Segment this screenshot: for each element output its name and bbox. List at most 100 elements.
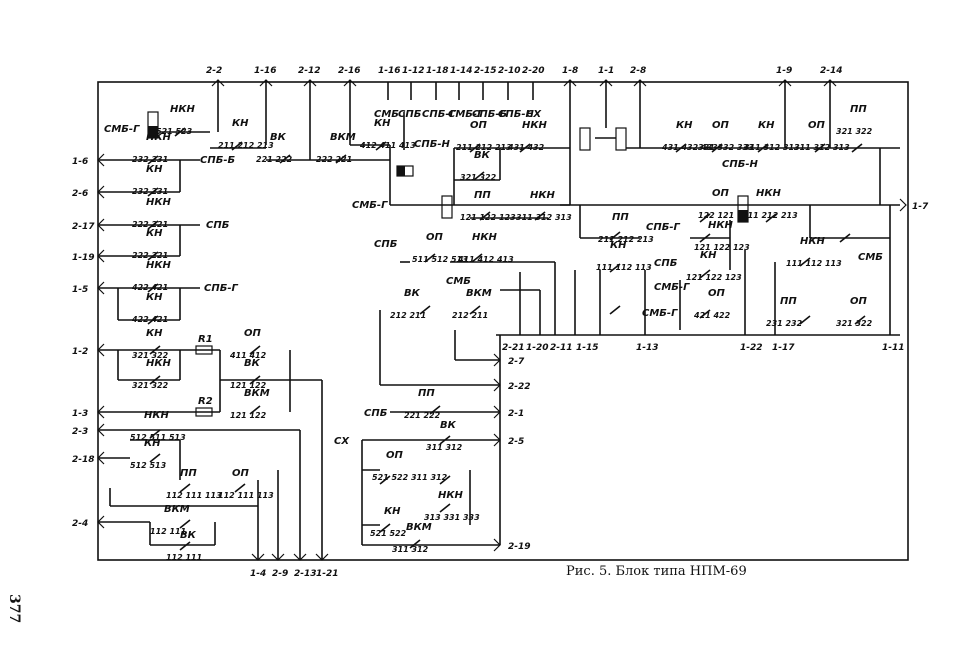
bus-label: СМБ [858,252,883,263]
contact-pin-numbers: 232 231 [132,155,168,164]
relay-contact-name: ВК [404,288,421,299]
relay-contact-name: ОП [386,450,404,461]
bus-label: СМБ-Г [104,124,140,135]
terminal-label: 2-15 [474,66,497,76]
relay-contact-name: ОП [470,120,488,131]
terminal-label: 2-17 [72,222,95,232]
page-number: 377 [6,594,22,624]
terminal-label: 2-12 [298,66,321,76]
terminal-label: 1-4 [250,569,266,579]
contact-pin-numbers: 412 411 413 [359,141,416,150]
bus-label: СХ [526,109,542,120]
contact-pin-numbers: 222 221 [132,251,168,260]
relay-contact-name: КН [232,118,249,129]
contact-pin-numbers: 211 212 213 [218,141,274,150]
relay-contact-name: ОП [232,468,250,479]
relay-contact-name: НКН [146,132,172,143]
contact-pin-numbers: 311 312 313 [516,213,572,222]
terminal-label: 1-5 [72,285,88,295]
contact-pin-numbers: 111 112 113 [596,263,652,272]
internal-wiring [109,110,900,560]
bus-label: СПБ-Н [414,139,450,150]
relay-contact-name: ВКМ [330,132,356,143]
left-terminal-labels: 1-6 2-6 2-17 1-19 1-5 1-2 1-3 2-3 2-18 2… [72,157,95,529]
contact-pin-numbers: 211 212 213 [598,235,654,244]
contact-pin-numbers: 221 222 [404,411,441,420]
terminal-label: 2-14 [820,66,843,76]
bus-label: СПБ [206,220,230,231]
contact-pin-numbers: 411 412 413 [457,255,514,264]
relay-contact-name: ВК [474,150,491,161]
terminal-label: 1-15 [576,343,599,353]
terminal-label: 1-18 [426,66,449,76]
terminal-label: 2-5 [508,437,524,447]
relay-contact-name: КН [700,250,717,261]
terminal-markers [97,79,907,561]
contact-pin-numbers: 422 421 [131,315,168,324]
resistor-r2-label: R2 [198,396,213,407]
contact-pin-numbers: 321 322 [132,351,169,360]
top-terminal-labels: 2-2 1-16 2-12 2-16 1-16 1-12 1-18 1-14 2… [206,66,843,76]
contact-pin-numbers: 311 312 [426,443,463,452]
figure-caption: Рис. 5. Блок типа НПМ-69 [566,564,747,579]
bus-label: СПБ-Н [722,159,758,170]
terminal-label: 1-16 [378,66,401,76]
relay-contact-name: НКН [144,410,170,421]
relay-contact-name: НКН [146,358,172,369]
terminal-label: 1-3 [72,409,88,419]
terminal-label: 2-1 [508,409,524,419]
terminal-label: 2-2 [206,66,222,76]
terminal-label: 1-7 [912,202,929,212]
contact-pin-numbers: 232 231 [132,187,168,196]
contact-pin-numbers: 431 432 [507,143,545,152]
relay-contact-name: КН [758,120,775,131]
contact-pin-numbers: 211 212 213 [742,211,798,220]
contact-pin-numbers: 431 432 433 [661,143,718,152]
relay-contact-name: ПП [850,104,867,115]
relay-contact-name: НКН [756,188,782,199]
terminal-label: 2-10 [498,66,521,76]
top-terminal-leads [217,80,831,205]
top-bus-labels: СМБ СПБ СПБ-Г СМБ-Г СПБ-Б СПБ-Н СХ [374,109,542,120]
contact-pin-numbers: 231 232 [766,319,803,328]
contact-pin-numbers: 511 512 513 [412,255,468,264]
terminal-label: 1-2 [72,347,88,357]
contact-pin-numbers: 211 212 213 [456,143,512,152]
relay-contact-name: ПП [180,468,197,479]
contact-pin-numbers: 411 412 [229,351,267,360]
terminal-label: 1-13 [636,343,659,353]
relay-contact-name: ВКМ [244,388,270,399]
bus-label: СПБ [364,408,388,419]
relay-contact-name: ОП [808,120,826,131]
relay-contact-name: НКН [438,490,464,501]
terminal-label: 2-3 [72,427,88,437]
contact-pin-numbers: 112 111 113 [166,491,222,500]
terminal-label: 1-8 [562,66,578,76]
contact-pin-numbers: 121 122 123 [694,243,750,252]
contact-pin-numbers: 321 322 [460,173,497,182]
contact-pin-numbers: 313 331 333 [424,513,480,522]
resistor-r1-label: R1 [198,334,213,345]
contact-pin-numbers: 521 522 311 312 [372,473,448,482]
relay-contact-name: ВК [270,132,287,143]
relay-contact-name: ПП [474,190,491,201]
relay-contact-name: ВКМ [164,504,190,515]
contact-pin-numbers: 212 211 [390,311,426,320]
internal-bus-labels: СМБ-Г СПБ-Б СПБ СПБ-Г СПБ-Н СМБ-Г СПБ СМ… [104,124,883,447]
contact-pin-numbers: 222 221 [316,155,352,164]
relay-contact-name: ОП [712,120,730,131]
relay-contact-name: НКН [146,197,172,208]
terminal-label: 1-19 [72,253,95,263]
terminal-label: 1-9 [776,66,792,76]
terminal-label: 2-18 [72,455,95,465]
terminal-label: 2-21 [502,343,525,353]
contact-pin-numbers: 521 522 [370,529,407,538]
relay-contact-name: НКН [170,104,196,115]
bus-label: СПБ [374,239,398,250]
bus-label: СМБ-Г [642,308,678,319]
contact-pin-numbers: 111 112 113 [786,259,842,268]
bus-label: СПБ-Г [646,222,680,233]
relay-contact-name: НКН [472,232,498,243]
